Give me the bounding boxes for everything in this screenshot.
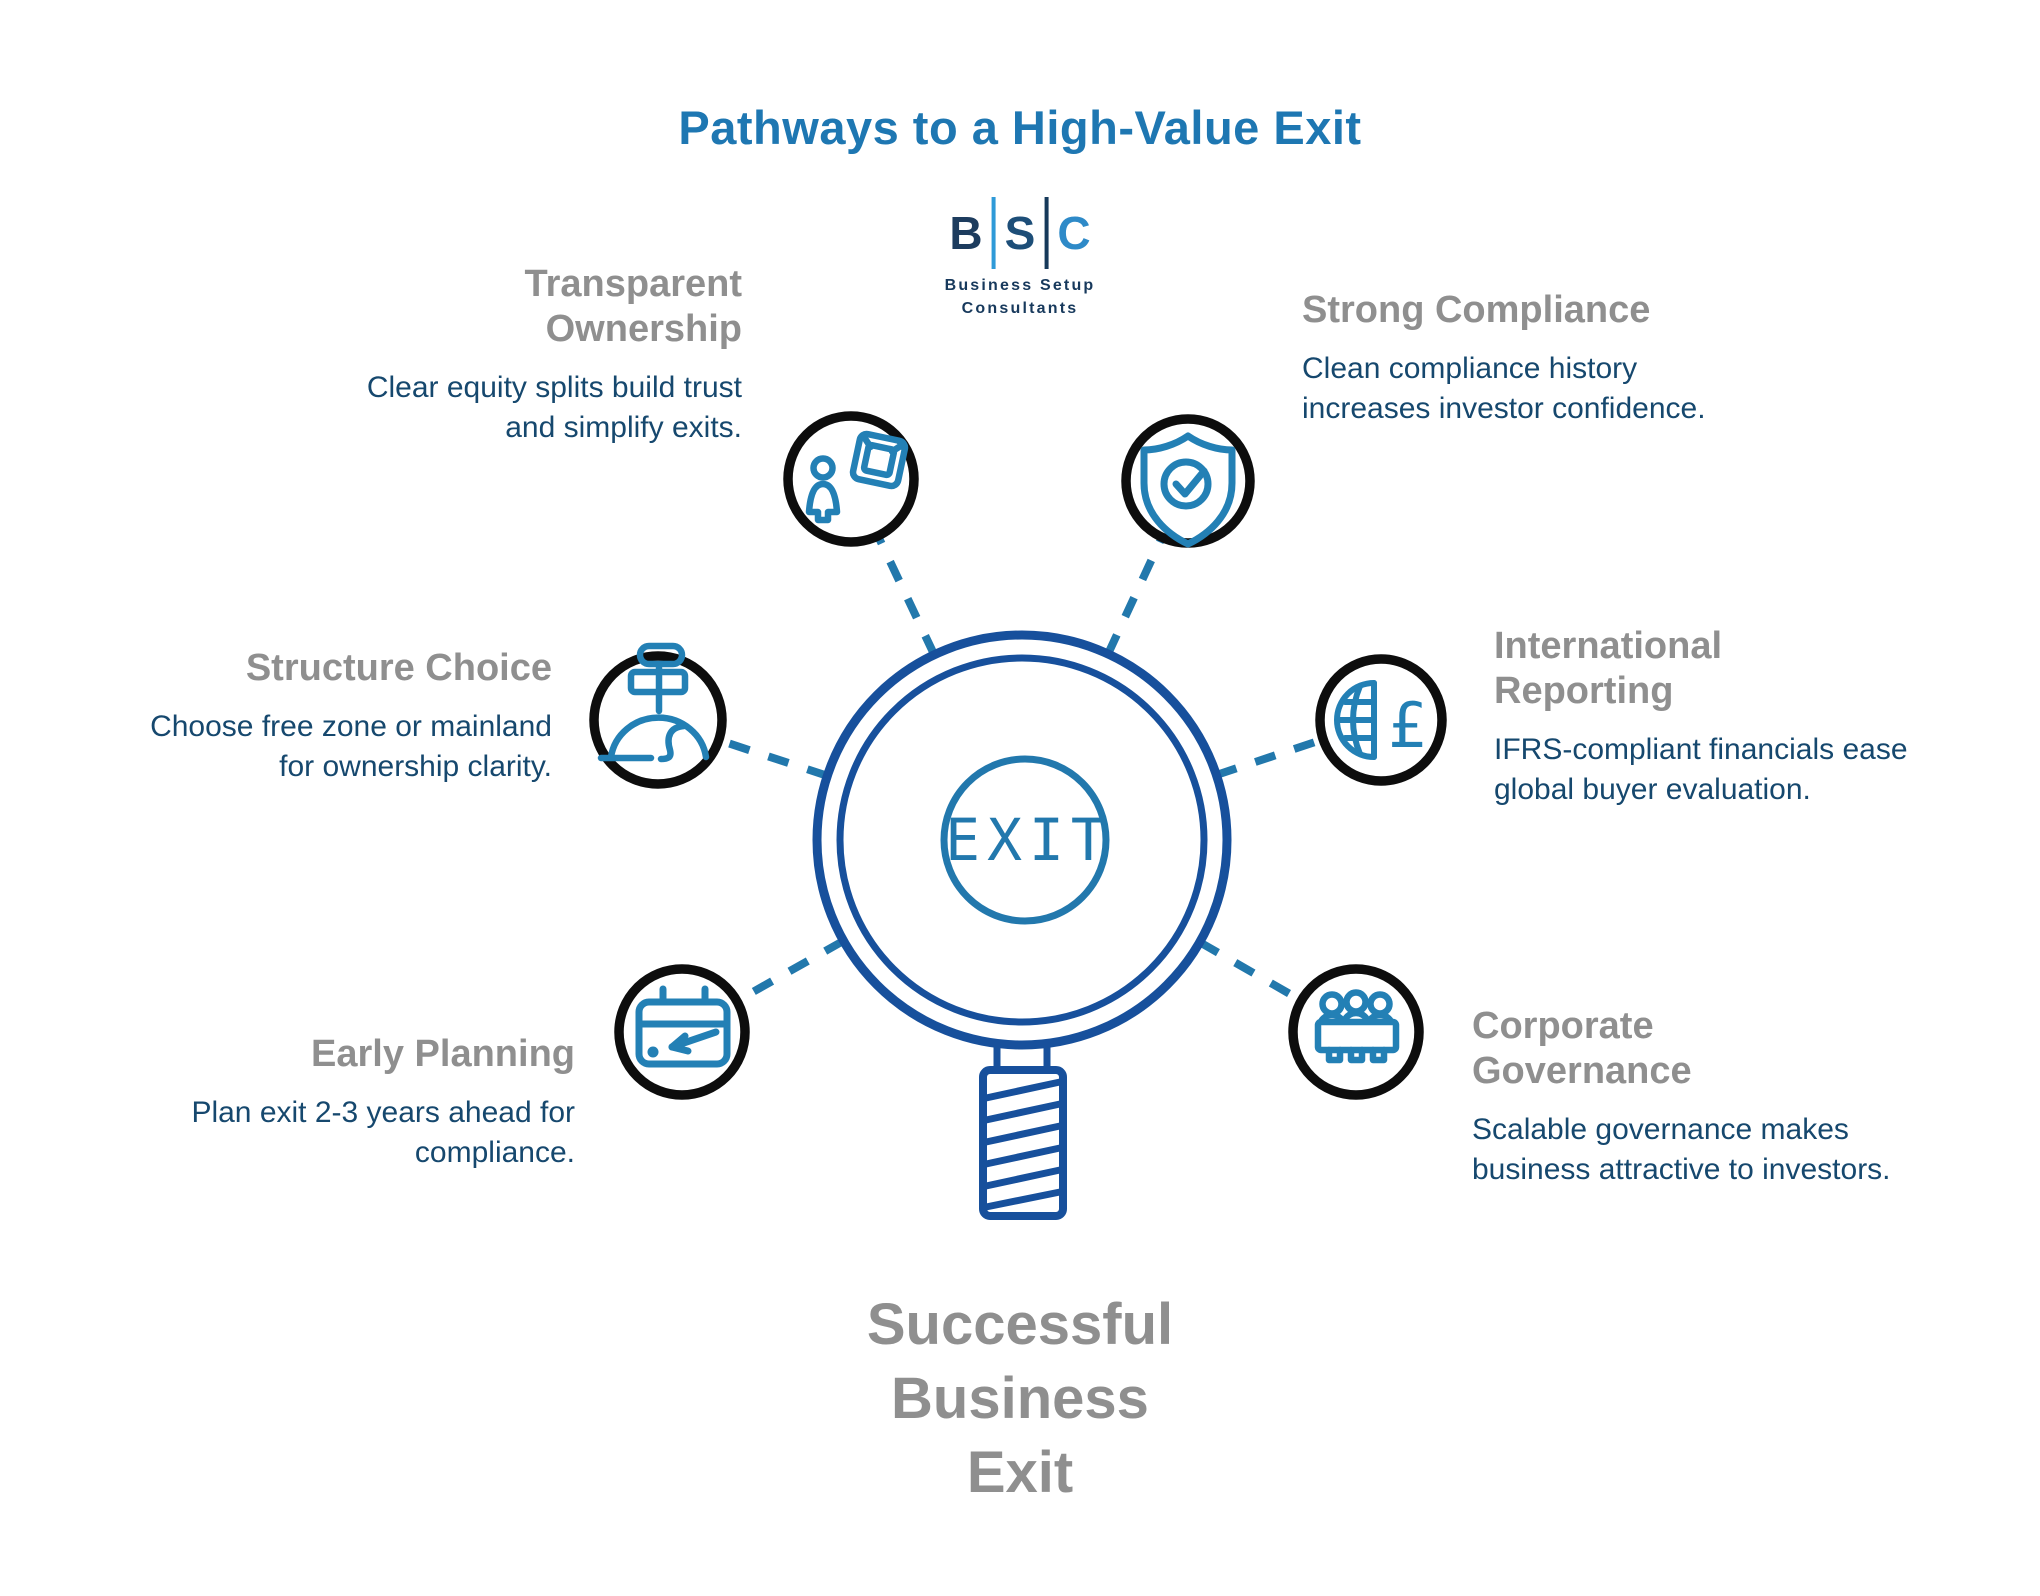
node-title: Structure Choice <box>245 647 552 689</box>
footer-label: Successful Business Exit <box>866 1292 1174 1506</box>
logo-letter-s: S <box>1004 207 1036 259</box>
board-meeting-icon <box>1314 989 1400 1064</box>
logo-subtitle: Business Setup Consultants <box>944 277 1096 318</box>
exit-badge: EXIT <box>940 755 1113 925</box>
node-description: Clean compliance history increases inves… <box>1302 351 1706 425</box>
logo-divider <box>991 197 996 269</box>
globe-currency-icon <box>1334 680 1377 760</box>
node-description: IFRS-compliant financials ease global bu… <box>1494 732 1908 806</box>
structure-choice-node <box>589 642 727 789</box>
calendar-deadline-icon <box>635 985 731 1068</box>
magnifier-lens-icon: EXIT <box>812 630 1232 1050</box>
node-title: Strong Compliance <box>1302 289 1651 331</box>
node-description: Clear equity splits build trust and simp… <box>366 370 742 444</box>
early-planning-node <box>614 964 750 1100</box>
strong-compliance-node <box>1121 414 1255 548</box>
node-title: Early Planning <box>311 1033 575 1075</box>
transparent-ownership-node <box>783 411 919 547</box>
corporate-governance-node <box>1288 964 1424 1100</box>
node-title: Transparent Ownership <box>524 263 742 350</box>
node-description: Scalable governance makes business attra… <box>1472 1112 1891 1186</box>
strong-compliance-block: Strong Compliance Clean compliance histo… <box>1302 288 1842 429</box>
transparent-ownership-block: Transparent Ownership Clear equity split… <box>202 262 742 447</box>
bsc-logo-letters: B S C <box>945 196 1096 270</box>
structure-choice-block: Structure Choice Choose free zone or mai… <box>12 646 552 787</box>
logo-divider <box>1044 197 1049 269</box>
pound-glyph: £ <box>1388 689 1427 762</box>
logo-letter-b: B <box>949 207 983 259</box>
person-box-icon <box>805 430 909 524</box>
logo-letter-c: C <box>1057 207 1091 259</box>
node-title: International Reporting <box>1494 625 1723 712</box>
international-reporting-node: £ <box>1315 654 1447 786</box>
corporate-governance-block: Corporate Governance Scalable governance… <box>1472 1004 2032 1189</box>
node-description: Plan exit 2-3 years ahead for compliance… <box>191 1095 575 1169</box>
international-reporting-block: International Reporting IFRS-compliant f… <box>1494 624 2034 809</box>
signpost-icon <box>597 642 710 763</box>
shield-check-icon <box>1140 432 1236 548</box>
early-planning-block: Early Planning Plan exit 2-3 years ahead… <box>35 1032 575 1173</box>
bsc-logo: B S C Business Setup Consultants <box>945 196 1096 320</box>
node-description: Choose free zone or mainland for ownersh… <box>150 709 552 783</box>
magnifier-handle-icon <box>979 1036 1067 1220</box>
page-title: Pathways to a High-Value Exit <box>678 101 1362 154</box>
node-title: Corporate Governance <box>1472 1005 1692 1092</box>
exit-label: EXIT <box>945 806 1113 874</box>
